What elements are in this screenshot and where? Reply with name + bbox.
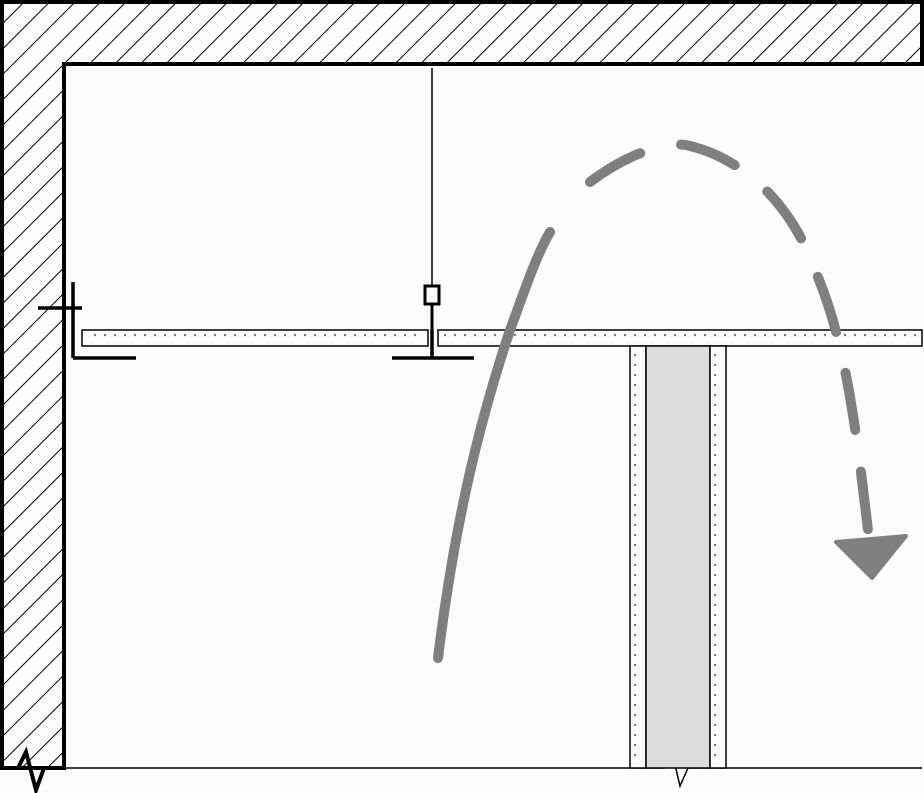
ceiling-panel-left: [81, 329, 429, 347]
partition-stud-cavity: [645, 345, 711, 769]
airflow-arrowhead: [834, 534, 908, 580]
wall-break-symbol: [2, 746, 64, 793]
hanger-clip: [423, 284, 441, 306]
air-leakage-path-arrow: [433, 139, 908, 663]
airflow-dashed-segment: [585, 139, 873, 535]
partition-wall: [629, 345, 727, 769]
wall-angle-trim: [38, 282, 136, 360]
floor-line: [64, 749, 922, 789]
t-bar-grid: [392, 330, 474, 360]
airflow-solid-segment: [433, 227, 555, 663]
